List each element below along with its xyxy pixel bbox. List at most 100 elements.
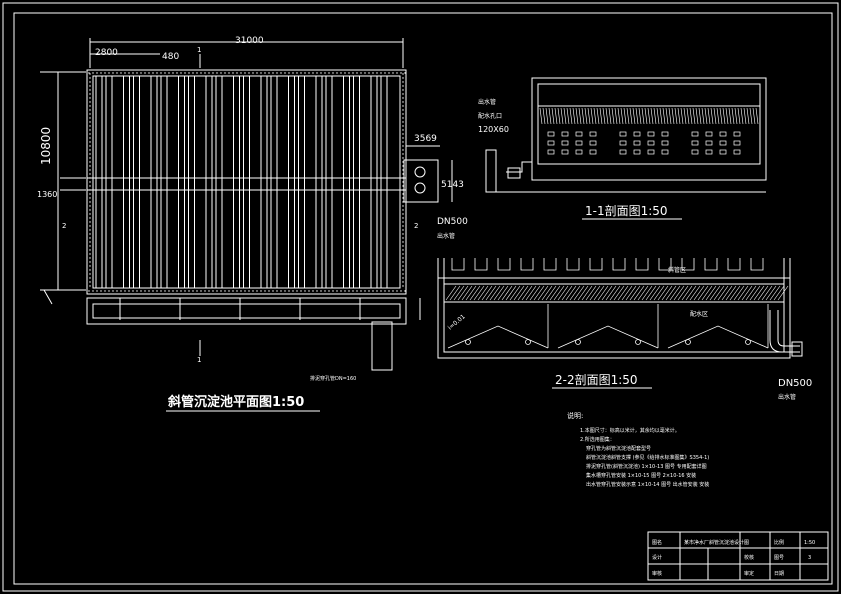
tube-stroke — [662, 107, 666, 125]
hatch-dot — [248, 290, 250, 292]
tube-stroke — [745, 285, 757, 301]
notes-line-5: 排泥穿孔管(斜管沉淀池) 1×10-13 图号 专用配套详图 — [586, 463, 707, 470]
collector-pipe — [188, 75, 195, 289]
hatch-dot — [402, 173, 404, 175]
plan-bottom-note: 排泥穿孔管DN=160 — [310, 375, 356, 382]
hatch-dot — [224, 290, 226, 292]
hatch-dot — [89, 161, 91, 163]
hatch-dot — [332, 290, 334, 292]
hatch-dot — [144, 72, 146, 74]
distribution-hole — [633, 149, 641, 155]
hatch-dot — [208, 72, 210, 74]
hatch-dot — [284, 290, 286, 292]
notes-line-7: 出水管穿孔管安装示意 1×10-14 图号 出水管安装 安装 — [586, 481, 709, 488]
collector-pipe — [160, 75, 168, 289]
tube-stroke — [722, 107, 726, 125]
hatch-dot — [324, 290, 326, 292]
s22-outlet-pipe-inner — [777, 310, 800, 347]
hatch-dot — [402, 133, 404, 135]
distribution-hole — [647, 149, 655, 155]
dim-total-width: 31000 — [235, 36, 264, 46]
s22-hoppers — [447, 304, 769, 349]
hatch-dot — [89, 153, 91, 155]
tube-stroke — [719, 107, 723, 125]
tube-stroke — [657, 285, 669, 301]
tube-stroke — [749, 285, 761, 301]
tube-stroke — [650, 107, 654, 125]
tube-stroke — [469, 285, 481, 301]
distribution-hole — [705, 131, 713, 137]
hatch-dot — [89, 237, 91, 239]
hatch-dot — [284, 72, 286, 74]
tube-stroke — [623, 107, 627, 125]
notes-line-6: 集水槽穿孔管安装 1×10-15 图号 2×10-16 安装 — [586, 472, 696, 479]
hatch-dot — [248, 72, 250, 74]
hatch-dot — [402, 81, 404, 83]
hatch-dot — [240, 72, 242, 74]
hatch-dot — [116, 290, 118, 292]
hatch-dot — [156, 290, 158, 292]
s22-outlet-sub: 出水管 — [778, 393, 796, 401]
tube-stroke — [665, 107, 669, 125]
hatch-dot — [92, 290, 94, 292]
hatch-dot — [128, 290, 130, 292]
hatch-dot — [402, 285, 404, 287]
hatch-dot — [89, 117, 91, 119]
hatch-dot — [89, 181, 91, 183]
tube-stroke — [625, 285, 637, 301]
hatch-dot — [240, 290, 242, 292]
hatch-dot — [360, 290, 362, 292]
tube-stroke — [560, 107, 564, 125]
hatch-dot — [156, 72, 158, 74]
tube-stroke — [689, 107, 693, 125]
tube-stroke — [733, 285, 745, 301]
tb-r2c5: 图号 — [774, 555, 784, 561]
hatch-dot — [184, 290, 186, 292]
tube-stroke — [668, 107, 672, 125]
tube-stroke — [629, 107, 633, 125]
plan-outlet-label: DN500 — [437, 217, 468, 227]
hatch-dot — [89, 197, 91, 199]
hatch-dot — [160, 290, 162, 292]
outlet-pipe-upper — [414, 166, 426, 178]
hatch-dot — [216, 72, 218, 74]
hatch-dot — [402, 117, 404, 119]
hatch-dot — [402, 97, 404, 99]
hatch-dot — [89, 277, 91, 279]
tube-stroke — [685, 285, 697, 301]
hatch-dot — [160, 72, 162, 74]
collector-pipe — [380, 75, 388, 289]
collector-pipe — [343, 75, 350, 289]
hatch-dot — [256, 72, 258, 74]
tube-stroke — [611, 107, 615, 125]
hatch-dot — [232, 290, 234, 292]
hatch-dot — [200, 72, 202, 74]
hatch-dot — [402, 217, 404, 219]
collection-trough — [589, 258, 603, 271]
hatch-dot — [364, 72, 366, 74]
tube-stroke — [656, 107, 660, 125]
distribution-hole — [733, 131, 741, 137]
tube-stroke — [740, 107, 744, 125]
tube-stroke — [575, 107, 579, 125]
hatch-dot — [164, 290, 166, 292]
distribution-hole — [547, 140, 555, 146]
tube-stroke — [596, 107, 600, 125]
tb-r3c1: 审核 — [652, 570, 662, 577]
hatch-dot — [89, 213, 91, 215]
tube-stroke — [677, 285, 689, 301]
hatch-dot — [176, 72, 178, 74]
collection-trough — [750, 258, 764, 271]
hatch-dot — [89, 93, 91, 95]
hatch-dot — [402, 233, 404, 235]
tube-stroke — [521, 285, 533, 301]
hatch-dot — [236, 290, 238, 292]
hatch-dot — [192, 290, 194, 292]
hatch-dot — [256, 290, 258, 292]
tube-stroke — [693, 285, 705, 301]
notes-line-2: 2.所选用图集： — [580, 436, 615, 443]
distribution-hole — [589, 140, 597, 146]
distribution-hole — [719, 149, 727, 155]
